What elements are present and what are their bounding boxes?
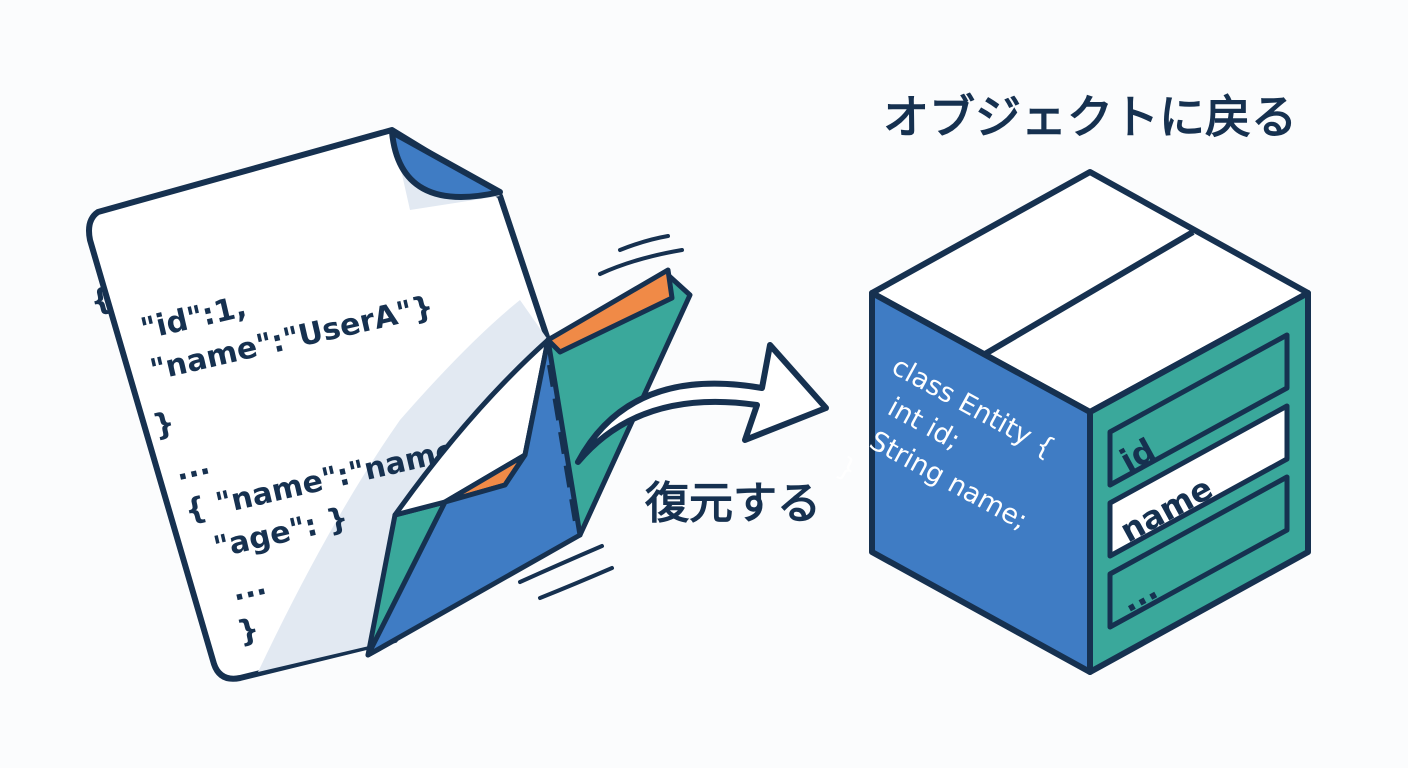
diagram-title: オブジェクトに戻る [883, 90, 1297, 144]
dog-ear-corner [389, 129, 503, 200]
cube-top-seam [983, 229, 1195, 357]
code-line: } [832, 451, 862, 486]
json-line: ... [229, 567, 270, 609]
field-row-id [1107, 332, 1290, 488]
fold-dashed-line [547, 364, 578, 529]
json-document: { "id":1, "name":"UserA"} } ... { "name"… [86, 127, 693, 682]
json-line: ... [172, 446, 213, 488]
motion-lines [518, 234, 684, 600]
orange-inner-strip [545, 267, 675, 355]
restore-arrow [575, 342, 829, 465]
field-row-more [1107, 474, 1290, 630]
restore-label: 復元する [644, 478, 821, 529]
white-fold [392, 337, 551, 518]
field-row-name [1107, 403, 1290, 559]
document-shade [258, 300, 548, 672]
object-cube: id name ... class Entity { int id; Strin… [832, 169, 1311, 675]
unfolding-paper [365, 267, 693, 658]
blue-fold-panel [365, 337, 583, 658]
